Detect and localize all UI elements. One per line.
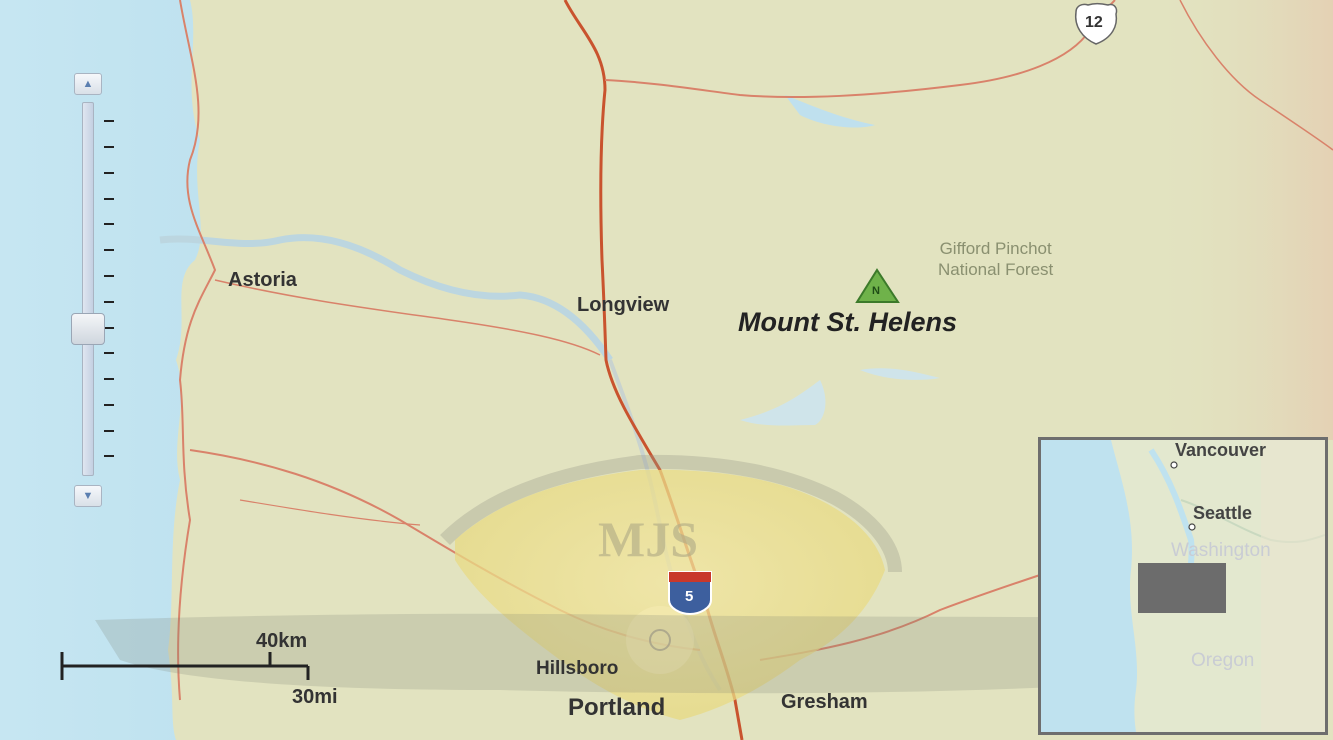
scale-metric-label: 40km — [256, 630, 308, 652]
lake — [785, 95, 875, 128]
volcano-marker — [855, 268, 900, 303]
label-hillsboro: Hillsboro — [536, 658, 619, 679]
overview-label-seattle: Seattle — [1193, 503, 1253, 523]
us-route-shield — [1074, 2, 1118, 45]
overview-label-oregon: Oregon — [1191, 650, 1255, 671]
scale-imperial-label: 30mi — [292, 686, 338, 708]
zoom-slider-track[interactable] — [82, 102, 94, 476]
triangle-up-icon: ▲ — [82, 77, 94, 90]
label-mount-st-helens: Mount St. Helens — [738, 307, 958, 337]
zoom-tick — [104, 430, 114, 432]
label-astoria: Astoria — [228, 269, 297, 291]
overview-basemap — [1041, 440, 1325, 732]
zoom-tick — [104, 198, 114, 200]
interstate-shield — [668, 571, 712, 616]
zoom-tick — [104, 352, 114, 354]
ocean — [0, 0, 201, 740]
zoom-tick — [104, 223, 114, 225]
label-portland: Portland — [568, 694, 666, 721]
zoom-tick — [104, 404, 114, 406]
label-forest-line1: Gifford Pinchot — [939, 239, 1052, 258]
triangle-down-icon: ▼ — [82, 489, 94, 502]
label-forest: Gifford Pinchot National Forest — [938, 238, 1053, 280]
zoom-tick — [104, 249, 114, 251]
overview-map[interactable]: Vancouver Seattle Washington Oregon — [1038, 437, 1328, 735]
watermark-text: MJS — [598, 511, 698, 567]
label-longview: Longview — [577, 294, 670, 316]
zoom-tick — [104, 172, 114, 174]
overview-extent[interactable] — [1138, 563, 1226, 613]
interstate-number: 5 — [685, 588, 694, 605]
zoom-out-button[interactable]: ▼ — [74, 485, 102, 507]
us-route-number: 12 — [1085, 14, 1103, 31]
label-forest-line2: National Forest — [938, 260, 1054, 279]
zoom-tick — [104, 455, 114, 457]
zoom-tick — [104, 327, 114, 329]
zoom-tick — [104, 275, 114, 277]
zoom-tick — [104, 301, 114, 303]
watermark-banner — [95, 613, 1235, 694]
label-gresham: Gresham — [781, 691, 868, 713]
zoom-in-button[interactable]: ▲ — [74, 73, 102, 95]
zoom-tick — [104, 378, 114, 380]
overview-label-washington: Washington — [1171, 540, 1271, 561]
zoom-slider-thumb[interactable] — [71, 313, 105, 345]
volcano-symbol: N — [872, 285, 880, 297]
overview-label-vancouver: Vancouver — [1175, 440, 1267, 460]
zoom-tick — [104, 120, 114, 122]
zoom-tick — [104, 146, 114, 148]
columbia-river — [159, 234, 613, 362]
